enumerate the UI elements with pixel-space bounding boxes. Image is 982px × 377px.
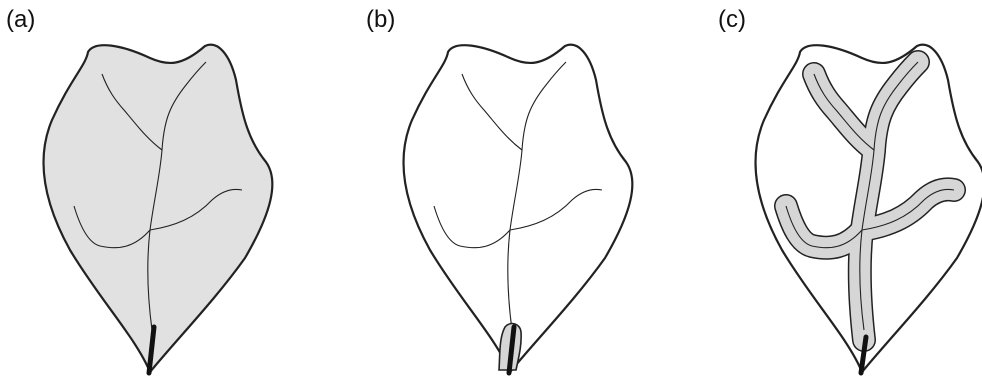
leaf-diagram-c xyxy=(712,0,982,377)
leaf-diagram-b xyxy=(360,0,690,377)
panel-a: (a) xyxy=(0,0,330,377)
leaf-outline xyxy=(404,45,633,372)
leaf-diagram-a xyxy=(0,0,330,377)
panel-c: (c) xyxy=(712,0,982,377)
leaf-outline xyxy=(44,45,273,372)
panel-b: (b) xyxy=(360,0,690,377)
